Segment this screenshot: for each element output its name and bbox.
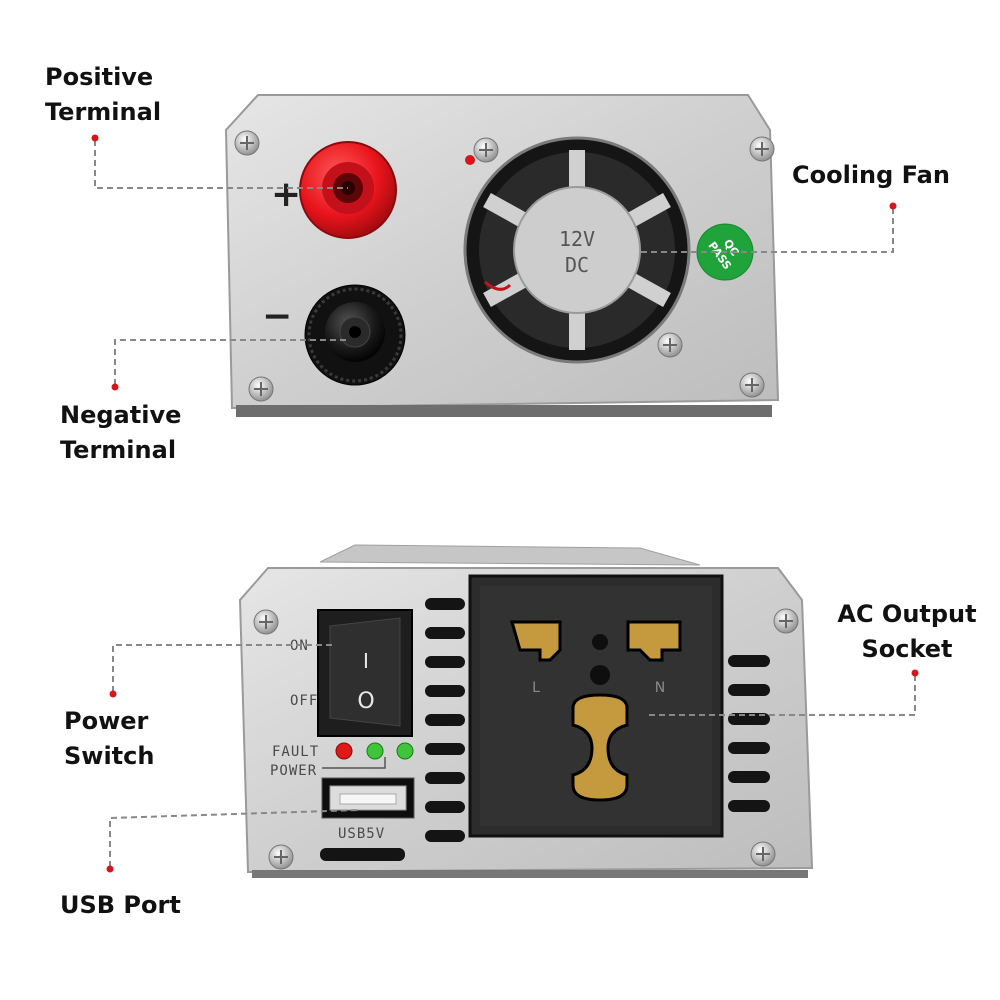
callout-positive-terminal: Positive Terminal: [45, 60, 161, 130]
ac-output-socket: L N: [468, 574, 724, 838]
rocker-on-mark: I: [363, 649, 369, 673]
callout-negative-terminal: Negative Terminal: [60, 398, 181, 468]
callout-text: Terminal: [60, 436, 177, 464]
neutral-contact: [626, 620, 682, 662]
callout-text: Socket: [861, 635, 953, 663]
vent-slots-left: [320, 598, 465, 861]
ac-output-panel: I O O N OFF FAULT POWER USB5V L N: [238, 544, 814, 878]
screw-icon: [739, 372, 765, 398]
minus-mark: −: [262, 296, 292, 337]
earth-contact: [571, 693, 629, 802]
socket-hole: [590, 665, 610, 685]
live-mark: L: [532, 680, 540, 696]
usb-port: [321, 777, 415, 819]
leader-positive: [94, 140, 348, 189]
callout-text: Positive: [45, 63, 154, 91]
screw-icon: [253, 609, 279, 635]
screw-icon: [248, 376, 274, 402]
indicator-dot: [465, 155, 475, 165]
screw-icon: [749, 136, 775, 162]
callout-text: USB Port: [60, 891, 181, 919]
negative-terminal: [304, 284, 406, 386]
callout-text: Terminal: [45, 98, 162, 126]
callout-ac-output-socket: AC Output Socket: [822, 597, 992, 667]
callout-text: AC Output: [837, 600, 977, 628]
screw-icon: [657, 332, 683, 358]
dc-input-panel: + − 12V DC QC PASS: [224, 94, 780, 417]
vent-slots-right: [728, 655, 770, 812]
top-panel-edge: [236, 405, 772, 417]
leader-switch: [112, 644, 335, 692]
positive-terminal: [299, 141, 397, 239]
fan-type-label: DC: [565, 253, 589, 277]
neutral-mark: N: [655, 680, 665, 696]
screw-icon: [234, 130, 260, 156]
fault-label: FAULT: [272, 744, 319, 760]
screw-icon: [750, 841, 776, 867]
leader-fan: [640, 208, 894, 253]
housing-top-lip: [319, 544, 701, 566]
power-switch: I O: [317, 609, 413, 737]
callout-cooling-fan: Cooling Fan: [792, 158, 950, 193]
fault-led: [335, 742, 353, 760]
callout-text: Power: [64, 707, 149, 735]
leader-ac: [648, 675, 916, 716]
fan-voltage-label: 12V: [559, 227, 595, 251]
leader-negative: [114, 339, 350, 385]
cooling-fan: 12V DC: [463, 136, 691, 364]
callout-usb-port: USB Port: [60, 888, 181, 923]
callout-power-switch: Power Switch: [64, 704, 154, 774]
power-led: [366, 742, 384, 760]
live-contact: [510, 620, 562, 662]
usb-label: USB5V: [338, 826, 385, 842]
rocker-off-mark: O: [357, 689, 374, 714]
screw-icon: [268, 844, 294, 870]
screw-icon: [773, 608, 799, 634]
callout-text: Negative: [60, 401, 182, 429]
power-label: POWER: [270, 763, 317, 779]
callout-text: Cooling Fan: [792, 161, 950, 189]
led-connector-line: [322, 757, 386, 769]
off-label: OFF: [290, 693, 318, 709]
callout-text: Switch: [64, 742, 155, 770]
bottom-panel-edge: [252, 870, 808, 878]
socket-hole: [592, 634, 608, 650]
leader-lines: [94, 140, 916, 867]
power-led: [396, 742, 414, 760]
plus-mark: +: [271, 174, 301, 215]
screw-icon: [473, 137, 499, 163]
leader-usb: [109, 809, 361, 867]
leader-dots: [91, 134, 919, 873]
